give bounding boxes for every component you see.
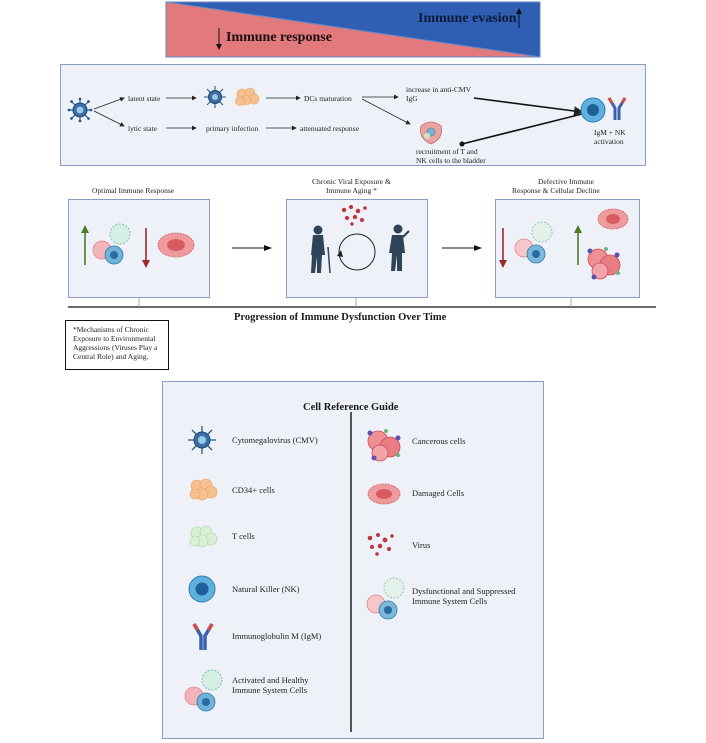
guide-cancerous-label: Cancerous cells [412,436,466,446]
cytomegalovirus-icon [67,97,93,123]
cancerous-cells-icon [367,429,401,462]
timeline-label: Progression of Immune Dysfunction Over T… [234,312,447,323]
damaged-cells-icon [157,232,195,258]
green-up-arrow-icon [574,225,582,265]
guide-igm-label: Immunoglobulin M (IgM) [232,631,322,641]
damaged-cells-icon [597,208,629,230]
cd34-cells-icon [189,478,218,501]
latent-state-label: latent state [128,94,161,103]
immune-evasion-label: Immune evasion [418,11,517,26]
immunoglobulin-m-icon [192,623,214,650]
virus-particles-icon [341,205,367,226]
t-cells-icon [189,525,218,548]
immunoglobulin-m-icon [607,97,627,120]
recruitment-label-1: recruitment of T and [416,147,478,156]
footnote-line-4: Central Role) and Aging. [73,352,149,361]
guide-cd34-label: CD34+ cells [232,485,275,495]
chronic-stage-title-2: Immune Aging * [326,186,377,195]
anti-cmv-label-1: increase in anti-CMV [406,85,471,94]
guide-nk-label: Natural Killer (NK) [232,584,300,594]
footnote-line-3: Aggressions (Viruses Play a [73,343,158,352]
activation-label-2: activation [594,137,624,146]
guide-tcells-label: T cells [232,531,255,541]
green-up-arrow-icon [81,225,89,265]
cytomegalovirus-icon [188,426,216,454]
cancerous-cells-icon [587,247,621,280]
primary-infection-label: primary infection [206,124,259,133]
chronic-stage-title-1: Chronic Viral Exposure & [312,177,391,186]
anti-cmv-label-2: IgG [406,94,418,103]
defective-stage-title-2: Response & Cellular Decline [512,186,600,195]
suppressed-immune-cells-icon [366,577,405,620]
dcs-maturation-label: DCs maturation [304,94,352,103]
footnote-line-2: Exposure to Environmental [73,334,156,343]
immune-response-label: Immune response [226,30,332,45]
footnote-box [65,320,169,370]
attenuated-response-label: attenuated response [300,124,359,133]
natural-killer-icon [188,575,216,603]
suppressed-immune-cells-icon [514,221,553,264]
cmv-pathway-panel [60,64,646,166]
guide-cmv-label: Cytomegalovirus (CMV) [232,435,318,445]
cytomegalovirus-icon [204,86,226,108]
cell-reference-guide [162,381,544,739]
elderly-person-icon [311,225,331,274]
guide-activated-label-1: Activated and Healthy [232,675,309,685]
guide-activated-label-2: Immune System Cells [232,685,308,695]
activated-immune-cells-icon [184,669,223,712]
cycle-arrows-icon [337,233,376,271]
immune-cells-cluster-icon [92,223,131,265]
stage-arrow-2 [442,245,482,251]
recruitment-label-2: NK cells to the bladder [416,156,486,165]
guide-title: Cell Reference Guide [303,402,399,413]
defective-stage-title-1: Defective Immune [538,177,595,186]
guide-virus-label: Virus [412,540,431,550]
damaged-cells-icon [367,483,401,505]
guide-damaged-label: Damaged Cells [412,488,465,498]
optimal-stage-title: Optimal Immune Response [92,186,175,195]
immune-balance-banner: Immune evasion Immune response [165,1,541,58]
activation-label-1: IgM + NK [594,128,626,137]
timeline-axis [68,298,656,308]
cd34-cells-icon [235,87,260,106]
banner-graphic [165,1,541,58]
guide-divider [350,412,352,732]
bladder-icon [420,121,442,145]
natural-killer-icon [580,97,606,123]
guide-dysfunctional-label-2: Immune System Cells [412,596,488,606]
virus-particles-icon [367,533,394,556]
lytic-state-label: lytic state [128,124,157,133]
footnote-line-1: *Mechanisms of Chronic [73,325,149,334]
coughing-person-icon [389,224,410,271]
guide-dysfunctional-label-1: Dysfunctional and Suppressed [412,586,516,596]
red-down-arrow-icon [499,228,507,268]
red-down-arrow-icon [142,228,150,268]
stage-arrow-1 [232,245,272,251]
